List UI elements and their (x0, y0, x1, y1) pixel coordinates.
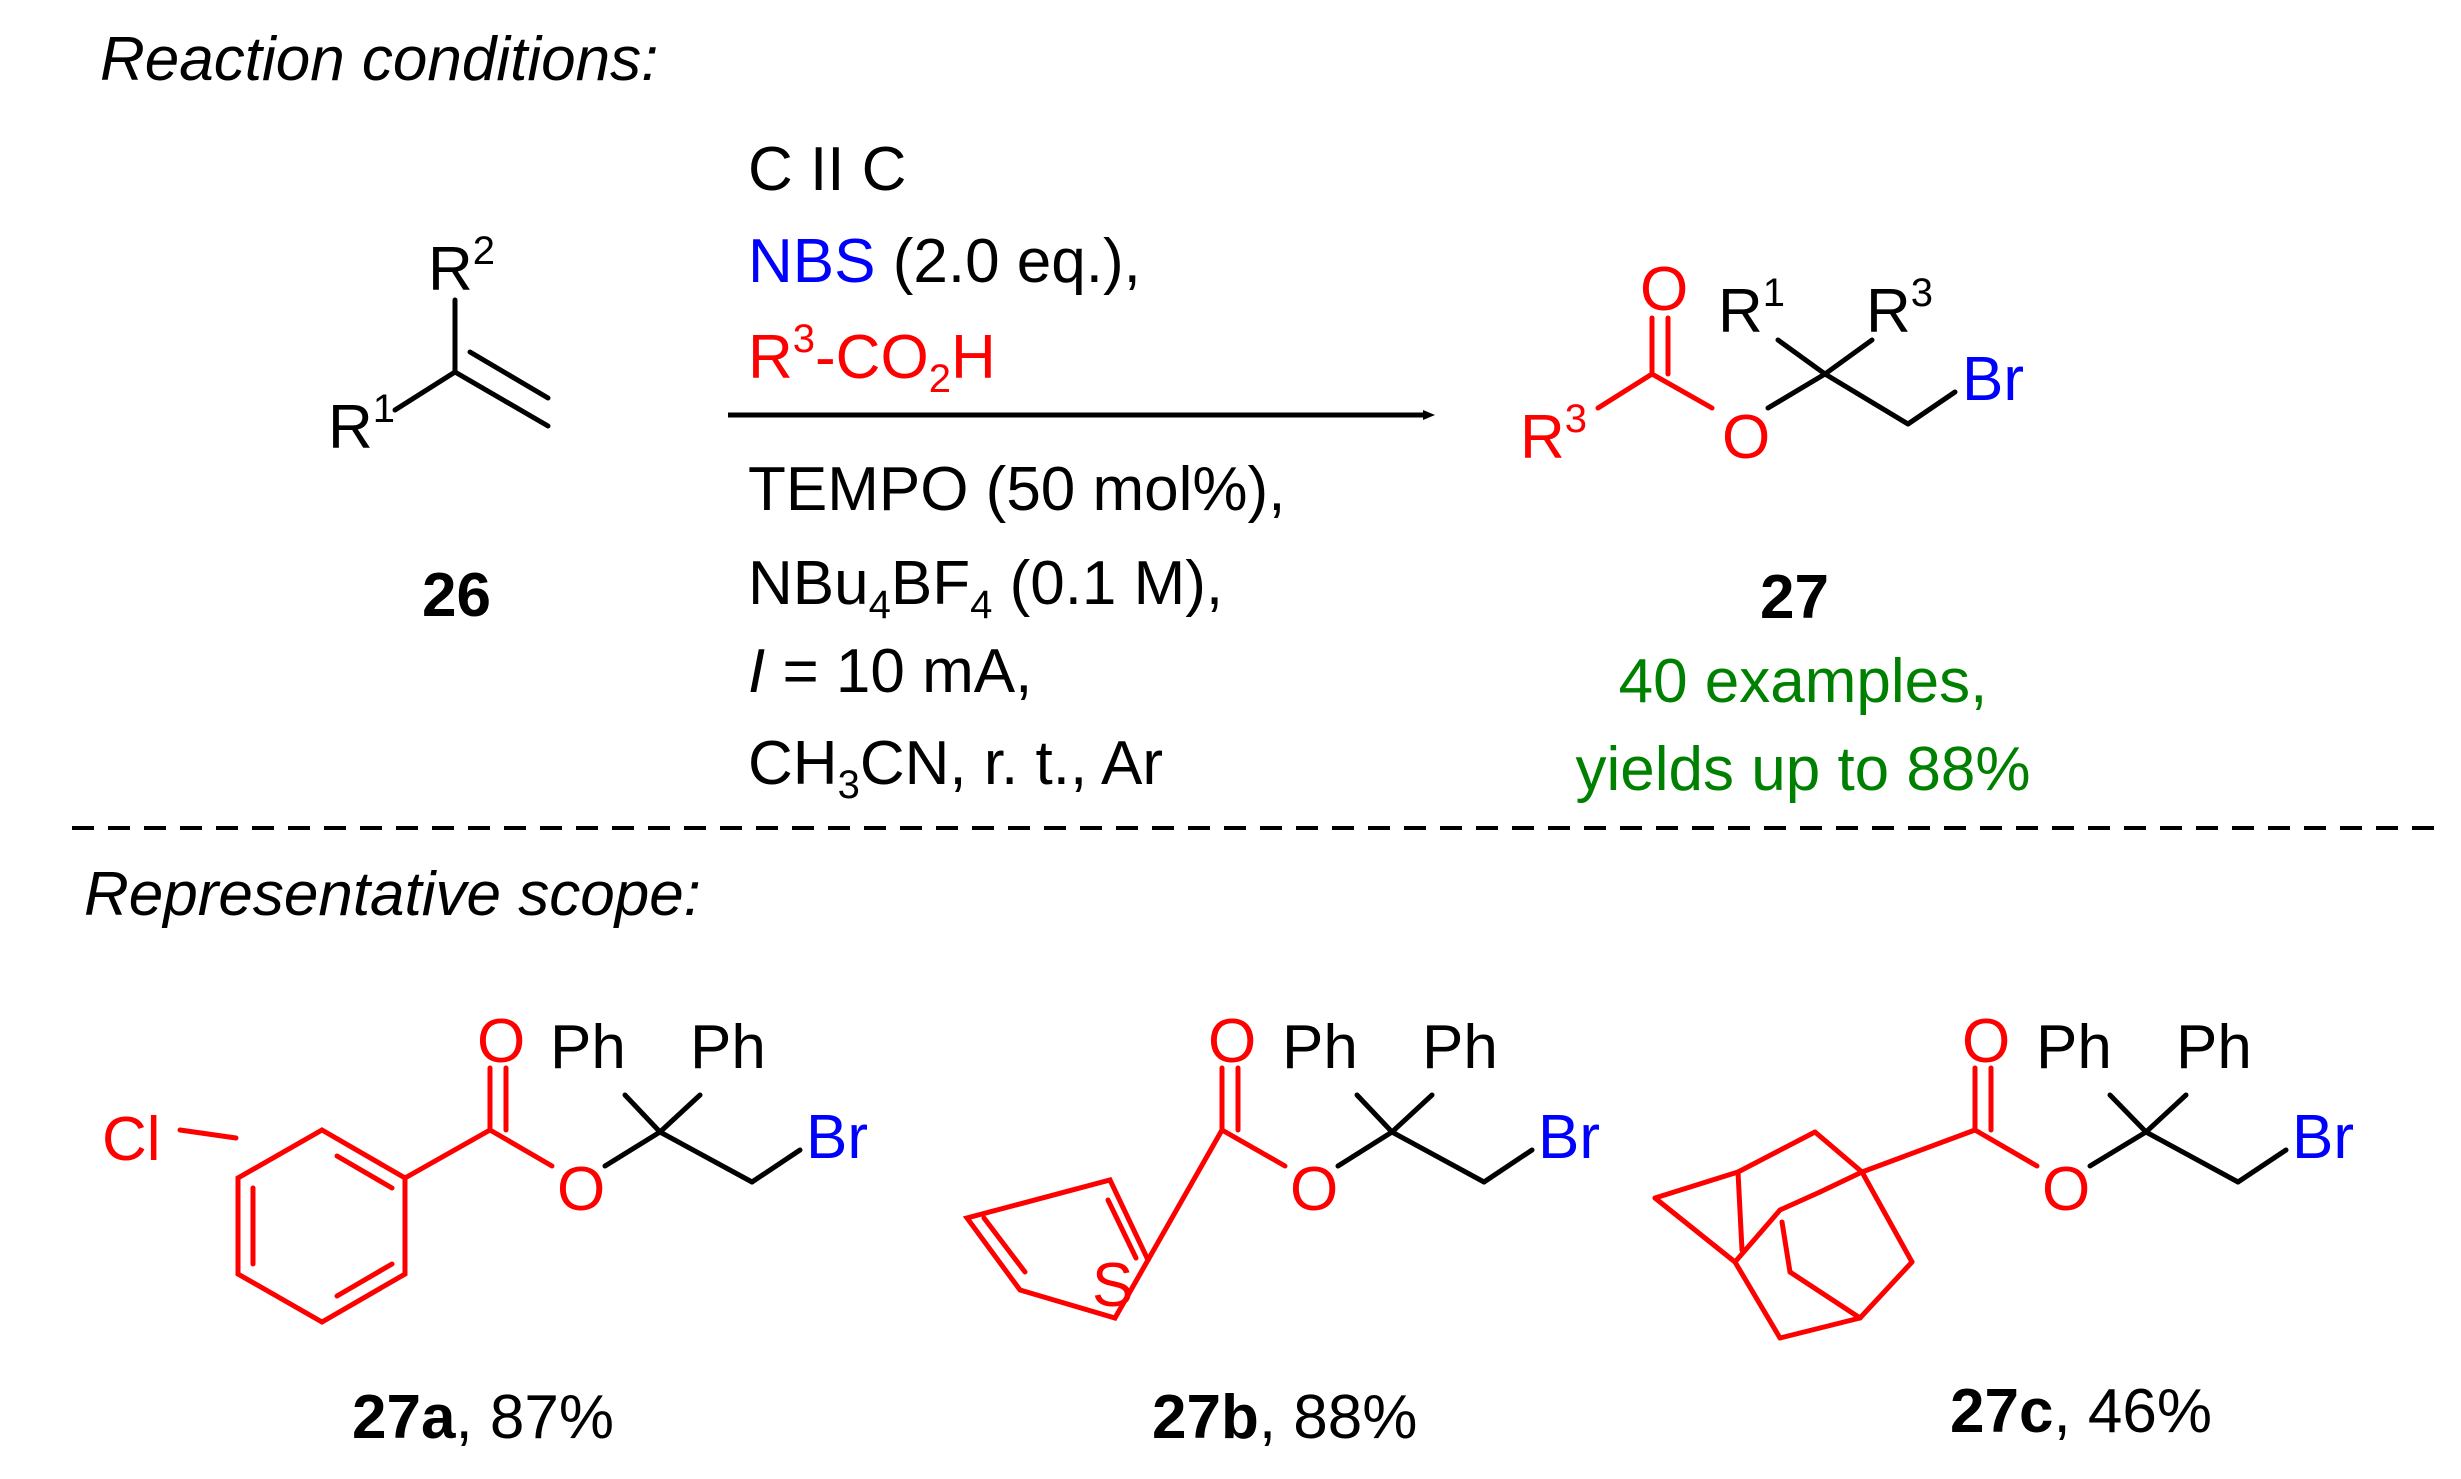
reactant-26 (392, 297, 551, 429)
compound-27a-cl: Cl (102, 1105, 161, 1174)
compound-27a-ph2: Ph (690, 1013, 766, 1082)
compound-27c: O O Ph Ph Br 27c, 46% (1652, 1007, 2354, 1446)
compound-27a-ph1: Ph (550, 1013, 626, 1082)
compound-27c-br: Br (2292, 1103, 2354, 1172)
compound-27b-ph2: Ph (1422, 1013, 1498, 1082)
product-r3: R3 (1866, 271, 1933, 346)
bond-alkene-1 (452, 369, 551, 429)
reactant-id: 26 (422, 561, 491, 630)
compound-27a-carbonyl-o: O (477, 1007, 525, 1076)
compound-27c-carbonyl-o: O (1962, 1007, 2010, 1076)
bond-alkene-2 (467, 349, 551, 401)
compound-27c-chain-bonds (1859, 1065, 2289, 1185)
heading-reaction-conditions: Reaction conditions: (100, 25, 658, 94)
condition-solvent: CH3CN, r. t., Ar (748, 729, 1163, 807)
compound-27a-label: 27a, 87% (352, 1383, 614, 1452)
compound-27b-bonds (962, 1065, 1535, 1321)
product-r1: R1 (1718, 271, 1785, 346)
compound-27b-label: 27b, 88% (1152, 1383, 1417, 1452)
condition-acid: R3-CO2H (748, 317, 996, 401)
product-27-bonds (1595, 315, 1958, 427)
compound-27b-s: S (1092, 1251, 1133, 1320)
compound-27a-ester-o: O (557, 1155, 605, 1224)
condition-current: I = 10 mA, (748, 637, 1032, 706)
condition-nbs: NBS (2.0 eq.), (748, 227, 1141, 296)
compound-27b: S O O Ph Ph Br 27b, 88% (962, 1007, 1600, 1452)
compound-27c-ph1: Ph (2036, 1013, 2112, 1082)
product-ester-o: O (1722, 403, 1770, 472)
condition-electrodes: C II C (748, 135, 906, 204)
product-id: 27 (1760, 563, 1829, 632)
compound-27c-ester-o: O (2042, 1155, 2090, 1224)
compound-27b-carbonyl-o: O (1208, 1007, 1256, 1076)
product-carbonyl-o: O (1640, 255, 1688, 324)
product-r3-acyl: R3 (1520, 397, 1587, 472)
heading-representative-scope: Representative scope: (84, 860, 701, 929)
compound-27b-ester-o: O (1290, 1155, 1338, 1224)
product-examples: 40 examples, (1619, 647, 1988, 716)
compound-27c-ph2: Ph (2176, 1013, 2252, 1082)
reactant-r2: R2 (428, 229, 495, 304)
bond-c-r1 (392, 369, 458, 413)
compound-27b-br: Br (1538, 1103, 1600, 1172)
product-br: Br (1962, 345, 2024, 414)
condition-tempo: TEMPO (50 mol%), (748, 455, 1285, 524)
compound-27c-label: 27c, 46% (1950, 1377, 2212, 1446)
compound-27b-ph1: Ph (1282, 1013, 1358, 1082)
compound-27a-bonds (177, 1065, 803, 1325)
condition-electrolyte: NBu4BF4 (0.1 M), (748, 549, 1223, 627)
product-yields: yields up to 88% (1576, 735, 2031, 804)
compound-27c-adamantane-bonds (1652, 1129, 1915, 1341)
compound-27a-br: Br (806, 1103, 868, 1172)
compound-27a: Cl O O Ph Ph Br 27a, 87% (102, 1007, 868, 1452)
reactant-r1: R1 (328, 387, 395, 462)
